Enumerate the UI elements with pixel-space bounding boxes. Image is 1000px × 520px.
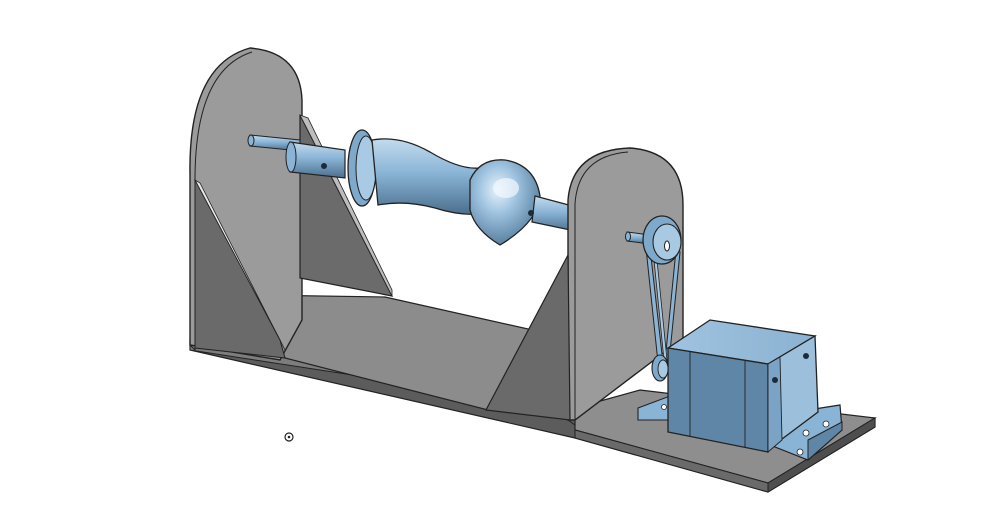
drive-pulley[interactable] (651, 354, 669, 382)
stepper-motor[interactable] (666, 319, 819, 453)
right-gusset[interactable] (485, 254, 571, 421)
origin-marker-icon[interactable] (284, 432, 294, 442)
driven-pulley[interactable] (642, 215, 682, 265)
left-support-plate[interactable] (189, 47, 303, 361)
right-support-plate[interactable] (567, 147, 684, 426)
